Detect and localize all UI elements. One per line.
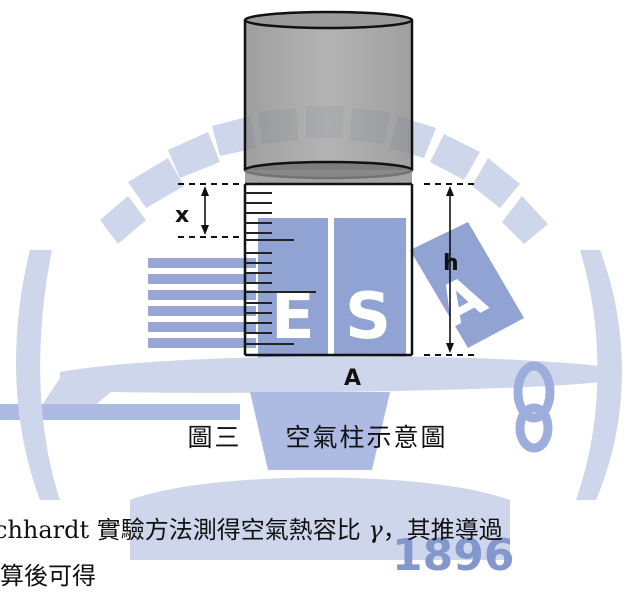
watermark-anvil-stem <box>250 392 390 470</box>
upper-cylinder <box>243 10 414 186</box>
body-text-line-2: 算後可得 <box>0 562 96 590</box>
watermark-ring <box>513 361 555 423</box>
watermark-anvil-top <box>60 356 600 393</box>
watermark-block-a <box>410 222 524 348</box>
scale-ticks <box>245 192 316 345</box>
h-dimension-arrow <box>446 186 454 353</box>
watermark-anvil-horn <box>40 378 120 408</box>
label-x: x <box>175 203 189 228</box>
figure-title: 空氣柱示意圖 <box>285 423 448 452</box>
watermark-letter-s: S <box>345 280 391 354</box>
watermark-block-s <box>334 218 406 358</box>
figure-caption: 圖三 空氣柱示意圖 <box>0 418 635 454</box>
watermark-left-swoosh <box>16 250 60 500</box>
x-dimension-arrow <box>201 186 209 235</box>
watermark-year: 1896 <box>392 530 514 581</box>
watermark-emblem: E S A 1896 <box>0 106 623 581</box>
dashed-guides <box>178 183 476 356</box>
body-text-line-1-start: chhardt 實驗方法測得空氣熱容比 <box>0 516 361 544</box>
label-h: h <box>443 251 459 276</box>
watermark-ring-lower <box>515 403 553 453</box>
label-a: A <box>344 366 361 391</box>
body-text-line-1-end: ，其推導過 <box>382 516 503 544</box>
watermark-right-swoosh <box>576 250 623 500</box>
body-text-line-1: chhardt 實驗方法測得空氣熱容比 γ，其推導過 <box>0 510 503 545</box>
gamma-symbol: γ <box>368 516 383 544</box>
figure-number: 圖三 <box>187 423 242 452</box>
watermark-anvil-base <box>130 477 510 560</box>
watermark-block-e <box>258 218 328 358</box>
watermark-stripes <box>148 258 256 348</box>
watermark-anvil-bar <box>0 404 240 420</box>
